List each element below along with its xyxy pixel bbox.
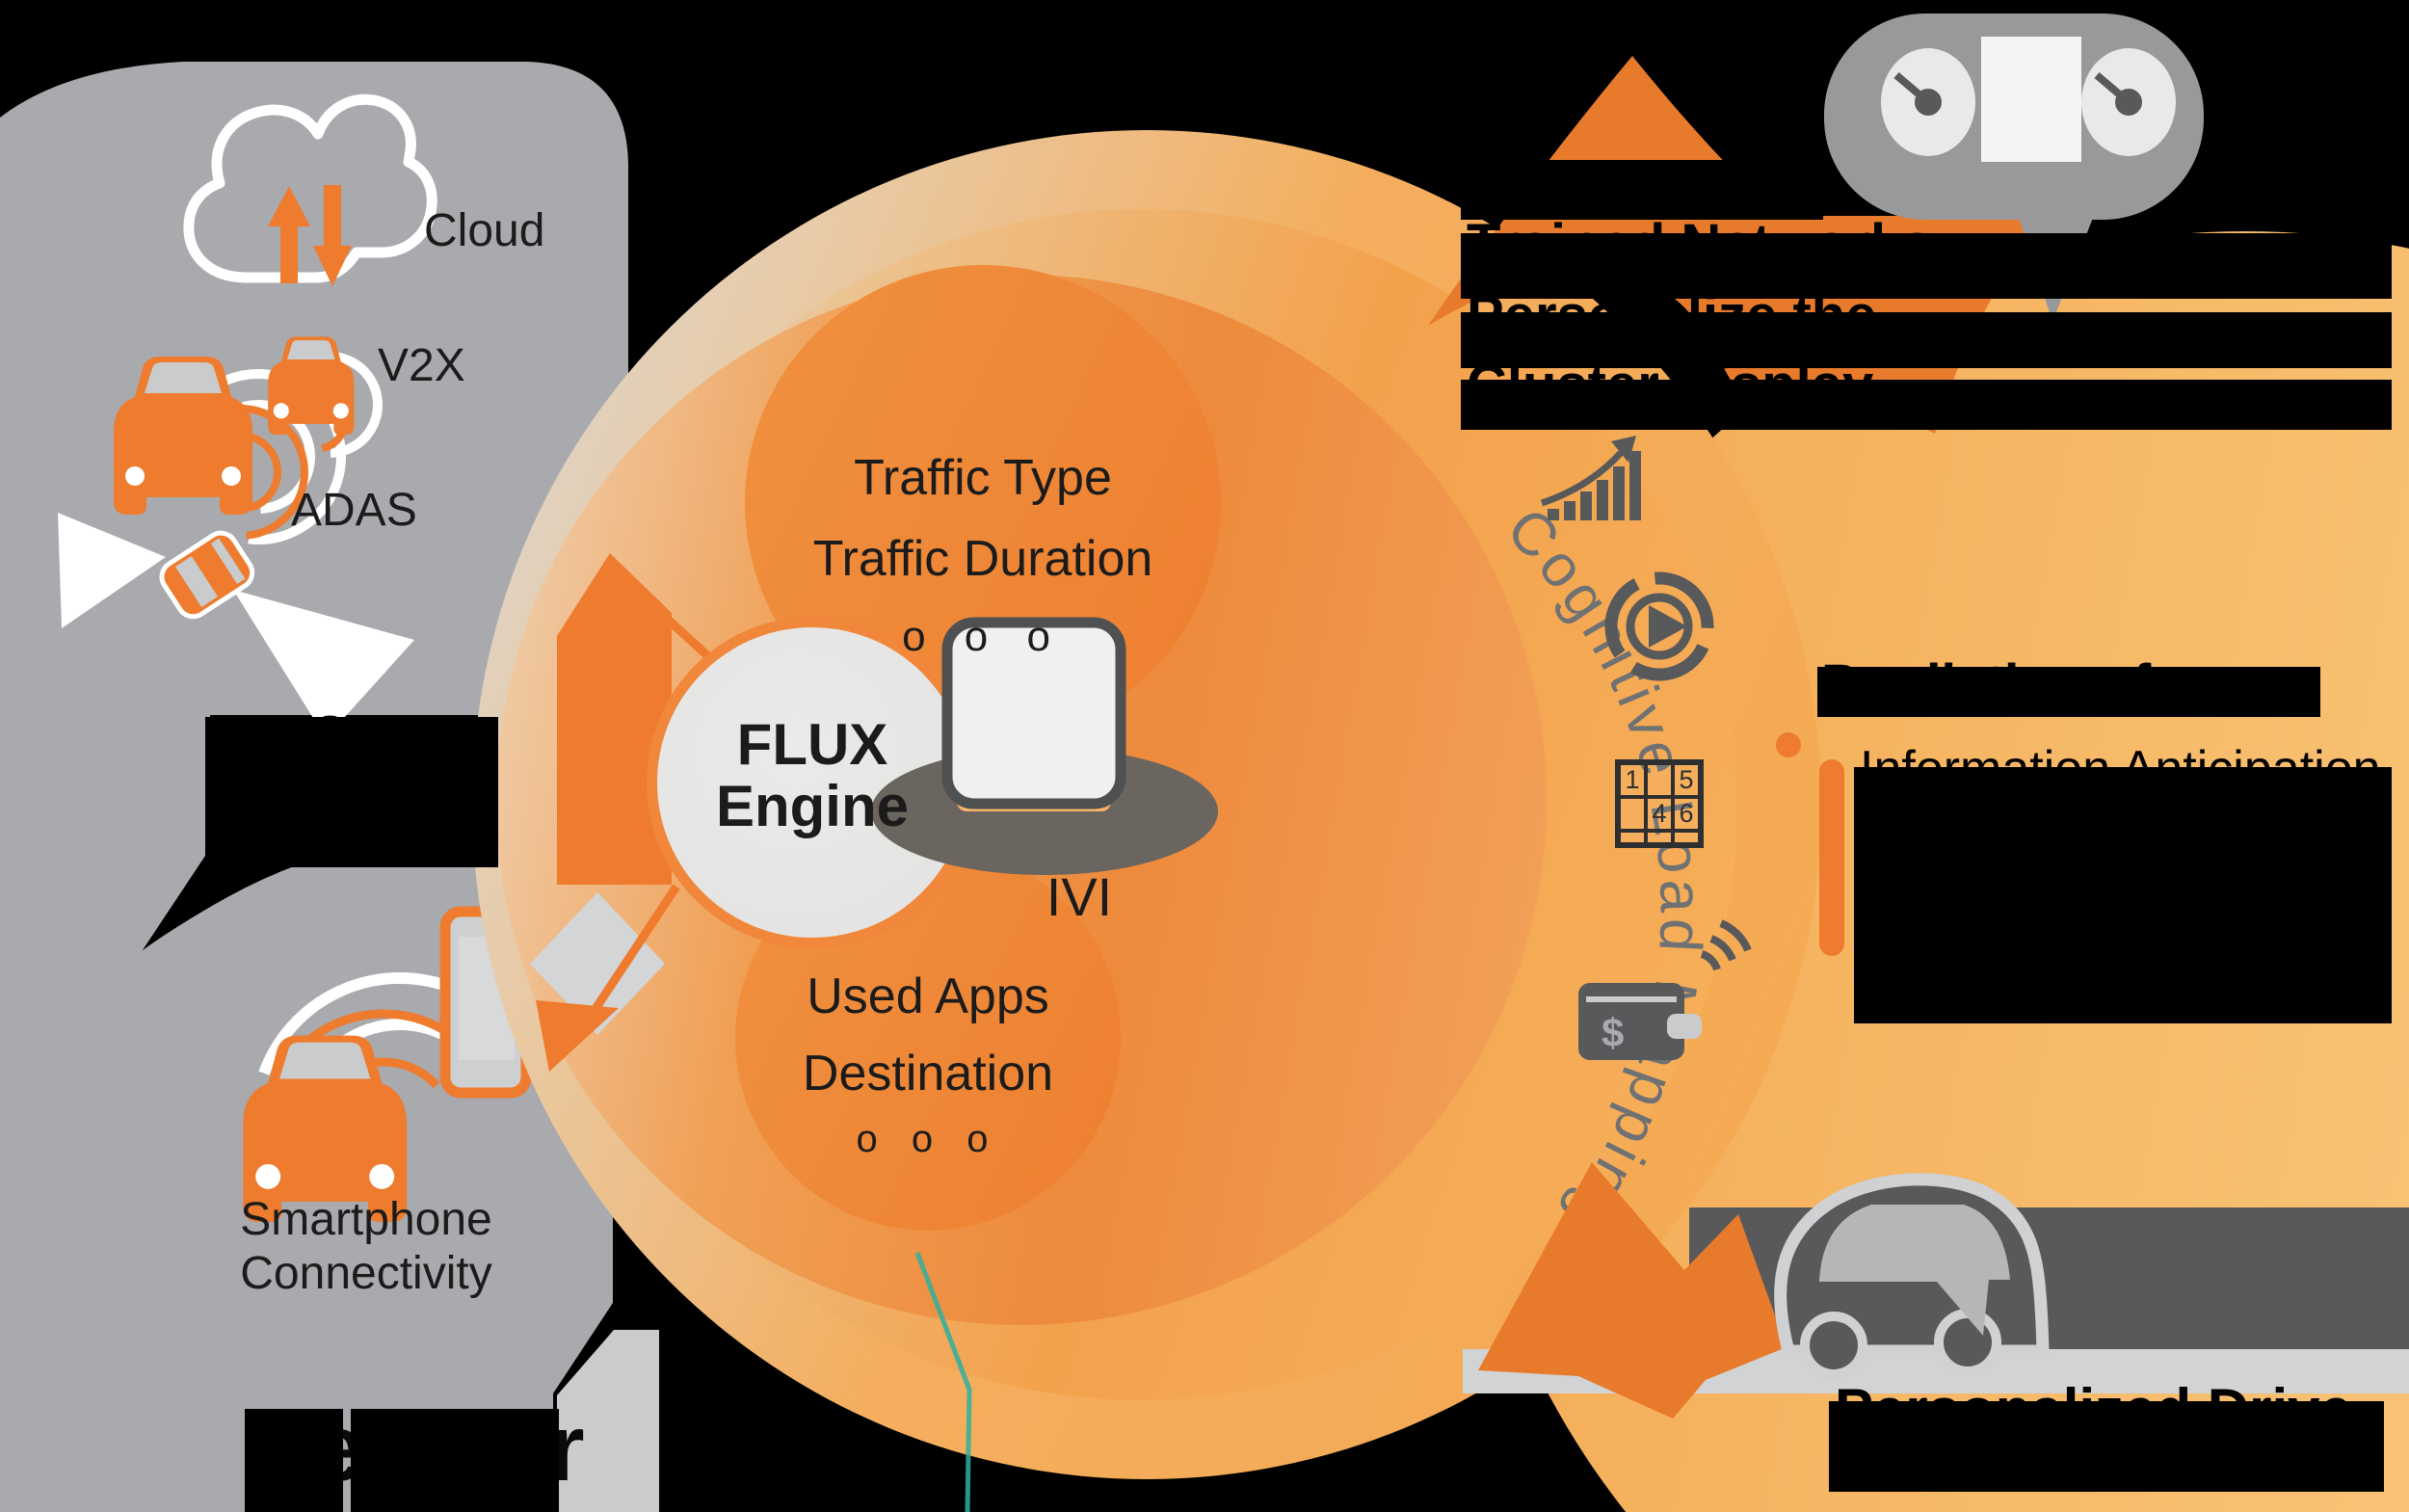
car-wheel xyxy=(1800,1312,1867,1379)
media-play-icon xyxy=(1604,571,1714,681)
redaction-box xyxy=(1829,1401,2384,1492)
sudoku-cell xyxy=(1619,831,1646,844)
sudoku-game-icon: 1 5 4 6 xyxy=(1615,759,1704,848)
wallet-payment-icon: $ xyxy=(1578,919,1752,1060)
sudoku-cell xyxy=(1619,797,1646,831)
redaction-box xyxy=(1461,312,2392,368)
prediction-bullet-icon xyxy=(1776,732,1801,757)
redaction-box xyxy=(205,717,498,867)
silver-corner-wedge xyxy=(557,1330,659,1512)
redaction-box xyxy=(1854,767,2392,1023)
gauge-needle-icon xyxy=(1893,71,2142,116)
growth-chart-icon xyxy=(1540,436,1641,520)
silver-diamond-connector xyxy=(530,892,665,1035)
prediction-list-bar xyxy=(1819,759,1844,956)
upper-gray-blob xyxy=(0,62,628,1082)
teal-artifact-line xyxy=(914,1252,972,1512)
traffic-duration-label: Traffic Duration xyxy=(812,531,1153,587)
cluster-center-screen xyxy=(1981,37,2081,162)
redaction-box xyxy=(351,1409,559,1512)
car-output-arrow xyxy=(1478,1162,1787,1419)
sudoku-cell: 6 xyxy=(1673,797,1700,831)
sudoku-cell: 4 xyxy=(1646,797,1673,831)
flux-label-line1: FLUX xyxy=(736,712,888,777)
redaction-box xyxy=(1461,233,2392,299)
smartphone-car-icon xyxy=(243,906,550,1274)
v2x-car-right xyxy=(268,336,355,436)
car-window-speech-tail xyxy=(1819,1205,2010,1336)
ivi-label: IVI xyxy=(1046,866,1113,927)
traffic-type-label: Traffic Type xyxy=(854,450,1112,506)
v2x-cars-icon xyxy=(114,336,383,544)
used-apps-label: Used Apps xyxy=(807,968,1049,1024)
sudoku-cell xyxy=(1673,831,1700,844)
redaction-box xyxy=(1461,380,2392,430)
v2x-label: V2X xyxy=(378,340,465,391)
orange-arrow-connector xyxy=(557,553,672,885)
redaction-box xyxy=(245,1409,343,1512)
sudoku-cell xyxy=(1646,831,1673,844)
traffic-dots: o o o xyxy=(902,613,1064,660)
sudoku-cell xyxy=(1646,763,1673,797)
smartphone-label-line2: Connectivity xyxy=(240,1248,492,1299)
sudoku-cell: 1 xyxy=(1619,763,1646,797)
smartphone-label-line1: Smartphone xyxy=(240,1194,492,1245)
sync-arrows-icon xyxy=(268,185,352,286)
redaction-box xyxy=(1817,667,2320,717)
sudoku-cell: 5 xyxy=(1673,763,1700,797)
orange-triangle-connector xyxy=(536,1000,619,1072)
v2x-car-left xyxy=(114,357,252,515)
destination-label: Destination xyxy=(802,1046,1054,1101)
redaction-box xyxy=(1461,160,1823,220)
flux-label-line2: Engine xyxy=(715,774,909,838)
ivi-laptop-icon xyxy=(941,617,1126,809)
apps-dots: o o o xyxy=(856,1118,1000,1160)
adas-sensor-car-icon xyxy=(58,513,414,738)
car-wheel xyxy=(1934,1309,2001,1376)
svg-text:$: $ xyxy=(1602,1010,1624,1055)
cloud-label: Cloud xyxy=(424,205,545,256)
adas-label: ADAS xyxy=(291,485,417,536)
cloud-sync-icon xyxy=(183,93,437,286)
